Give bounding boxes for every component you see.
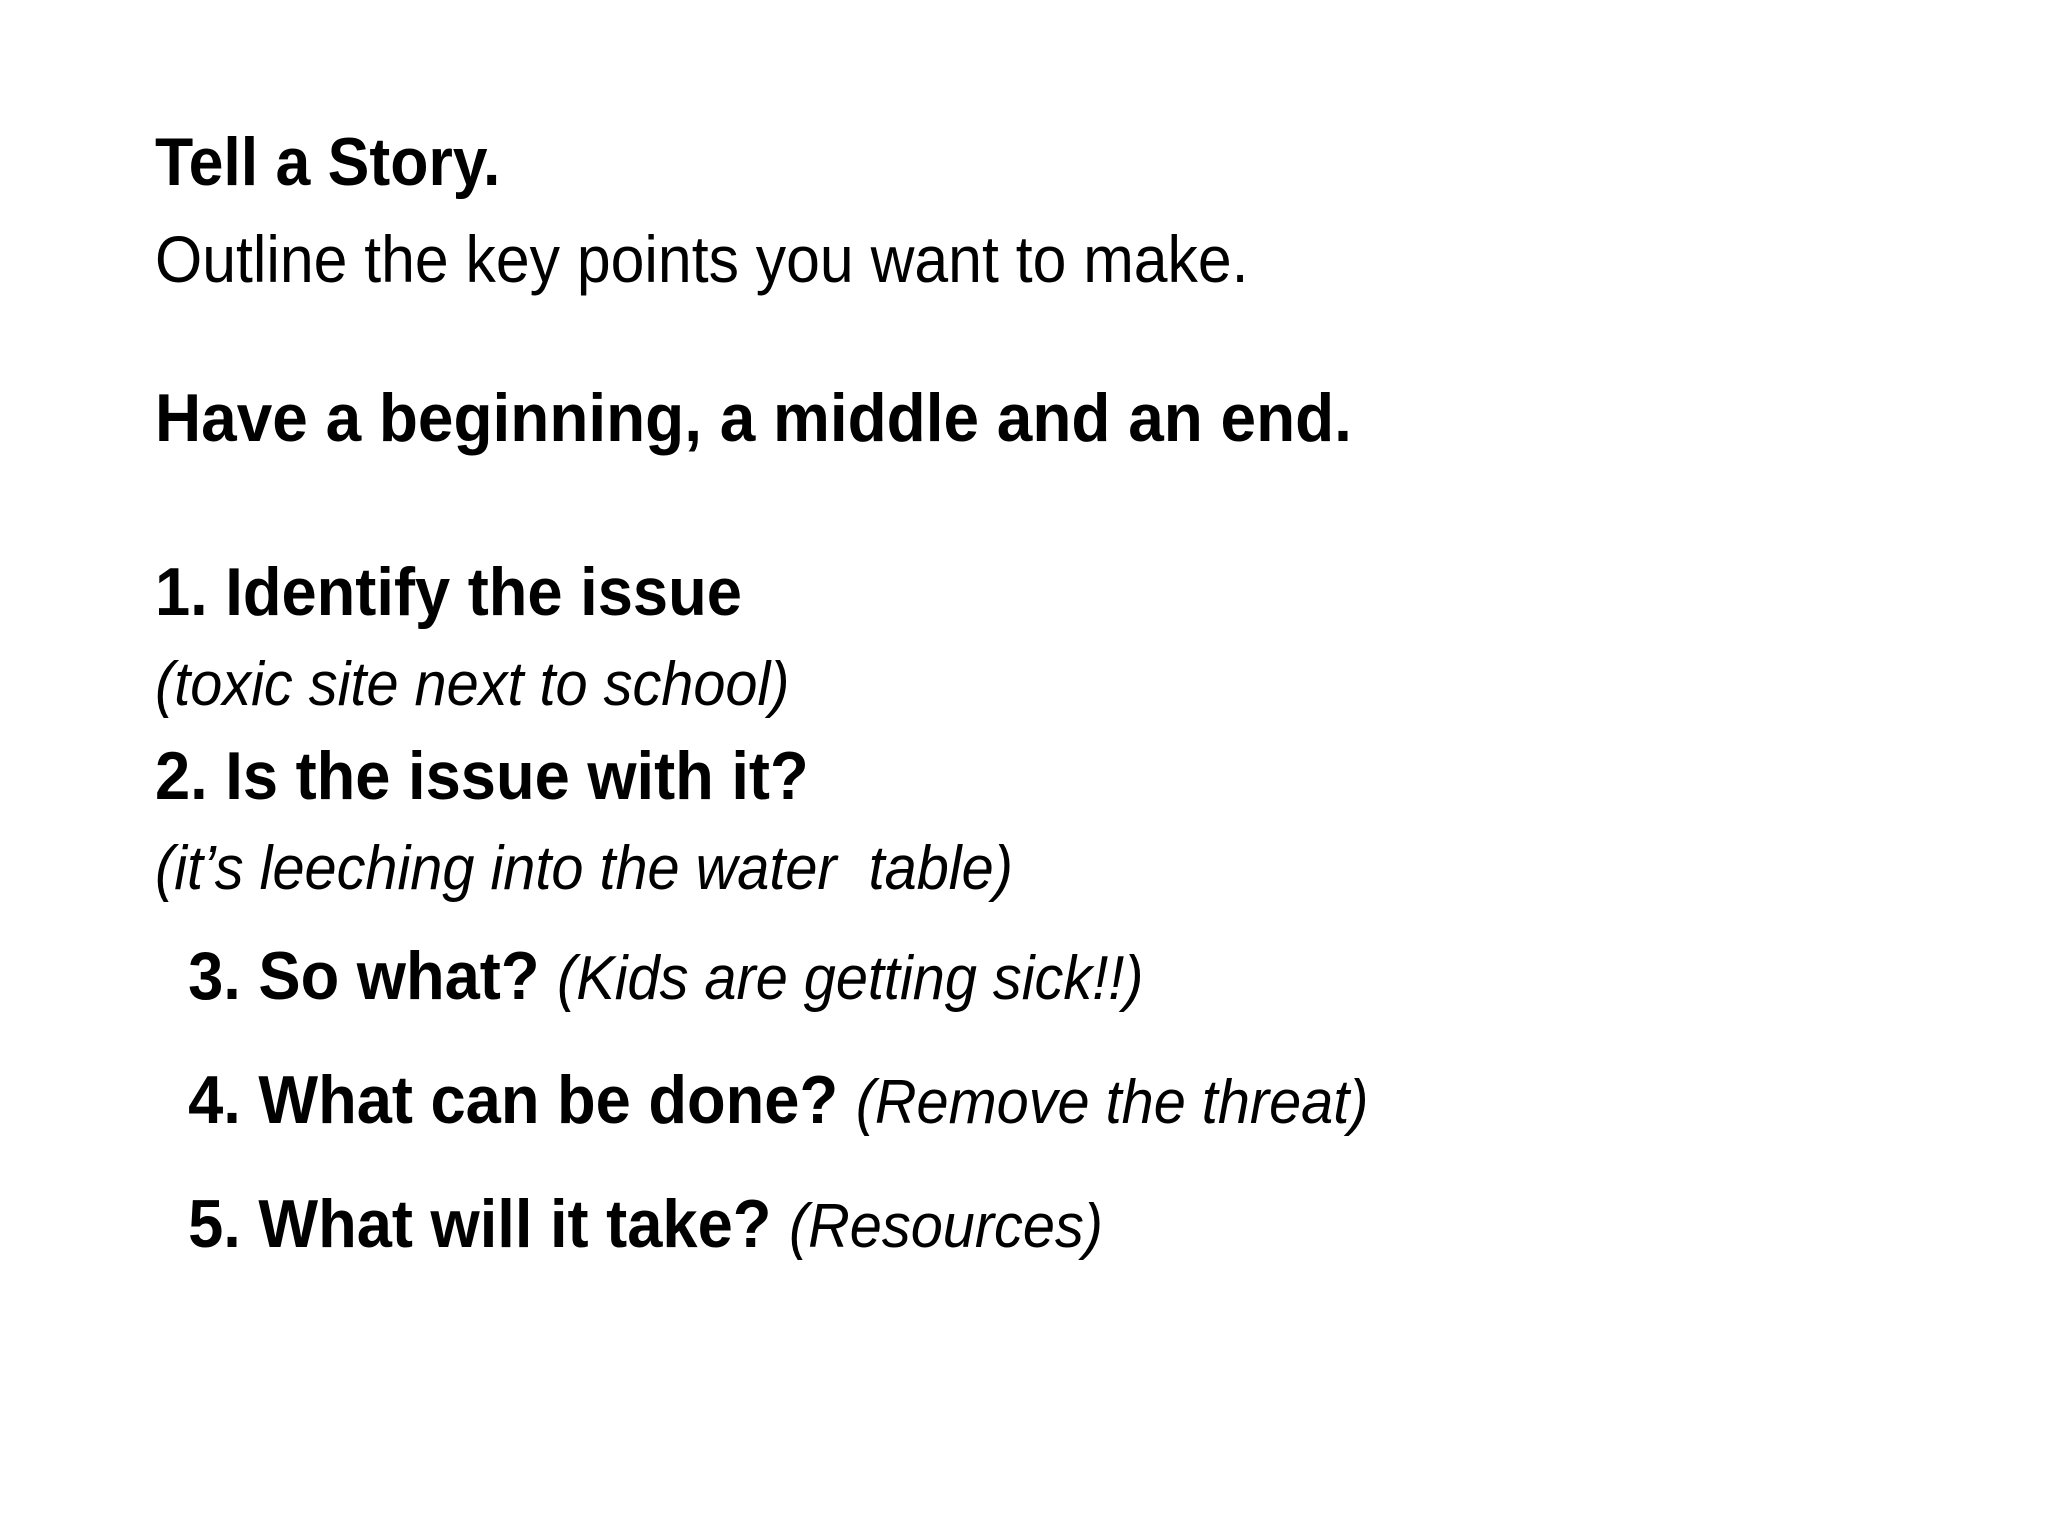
list-item-note-2: (it’s leeching into the water table) bbox=[155, 834, 1013, 903]
spacer-text-4 bbox=[838, 1062, 856, 1138]
spacer-3 bbox=[155, 1026, 1955, 1050]
spacer-text-3 bbox=[539, 938, 557, 1014]
list-item-note-3: (Kids are getting sick!!) bbox=[557, 944, 1144, 1013]
list-item-note-5: (Resources) bbox=[788, 1192, 1103, 1261]
section-title: Have a beginning, a middle and an end. bbox=[155, 380, 1352, 456]
list-item-note-4: (Remove the threat) bbox=[855, 1068, 1369, 1137]
spacer-4 bbox=[155, 1150, 1955, 1174]
spacer-before-section bbox=[155, 292, 1955, 384]
spacer-text-5 bbox=[771, 1186, 789, 1262]
list-item-note-1: (toxic site next to school) bbox=[155, 650, 790, 719]
spacer-2b bbox=[155, 900, 1955, 926]
slide-subheading: Outline the key points you want to make. bbox=[155, 222, 1249, 296]
list-item-main-1: 1. Identify the issue bbox=[155, 554, 742, 630]
list-item-5: 5. What will it take? (Resources) bbox=[155, 1174, 1829, 1274]
slide-heading: Tell a Story. bbox=[155, 124, 501, 200]
list-item-main-3: 3. So what? bbox=[188, 938, 540, 1014]
list-item-4: 4. What can be done? (Remove the threat) bbox=[155, 1050, 1829, 1150]
list-item-main-5: 5. What will it take? bbox=[188, 1186, 772, 1262]
list-item-main-2: 2. Is the issue with it? bbox=[155, 738, 809, 814]
list-item-main-4: 4. What can be done? bbox=[188, 1062, 839, 1138]
slide-content: Tell a Story. Outline the key points you… bbox=[155, 128, 1955, 1274]
numbered-list: 1. Identify the issue (toxic site next t… bbox=[155, 558, 1955, 1274]
spacer-before-list bbox=[155, 452, 1955, 558]
list-item-3: 3. So what? (Kids are getting sick!!) bbox=[155, 926, 1829, 1026]
